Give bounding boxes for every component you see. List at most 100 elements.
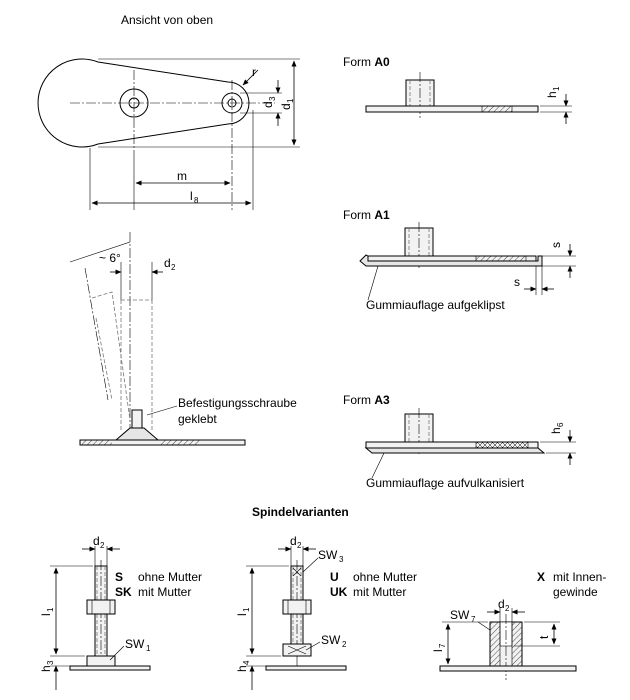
d3-label: d 3	[261, 96, 277, 108]
x-sw7-label: SW 7	[450, 608, 476, 624]
x-text-line2: gewinde	[553, 585, 598, 599]
svg-text:1: 1	[46, 607, 55, 612]
svg-text:2: 2	[100, 541, 105, 550]
x-code: X	[537, 570, 545, 584]
svg-text:d: d	[279, 103, 293, 110]
form-a3-title: Form A3	[343, 393, 390, 407]
s1-label: s	[549, 242, 563, 248]
svg-text:d: d	[93, 534, 100, 548]
h6-label: h 6	[549, 422, 565, 434]
l8-label: l 8	[190, 189, 199, 205]
x-l7-label: l 7	[431, 643, 447, 652]
s-nut	[86, 599, 116, 615]
d1-label: d 1	[279, 98, 295, 110]
d2-label-tilt: d 2	[164, 256, 176, 272]
u-text-b: mit Mutter	[353, 585, 406, 599]
svg-text:3: 3	[268, 96, 277, 101]
svg-text:2: 2	[505, 604, 510, 613]
svg-text:6: 6	[556, 422, 565, 427]
u-plate	[265, 665, 347, 671]
spindle-heading: Spindelvarianten	[252, 505, 349, 519]
svg-text:2: 2	[171, 263, 176, 272]
s-l1-label: l 1	[39, 607, 55, 616]
spindle-variant-x: X mit Innen- gewinde d 2 SW 7 l 7	[431, 570, 606, 680]
svg-text:t: t	[537, 635, 551, 639]
svg-text:d: d	[290, 534, 297, 548]
svg-text:SW: SW	[321, 633, 341, 647]
u-sw3-label: SW 3	[318, 548, 344, 564]
m-label: m	[177, 169, 187, 183]
svg-text:3: 3	[46, 660, 55, 665]
a0-plate	[365, 105, 539, 113]
u-d2-label: d 2	[290, 534, 302, 550]
svg-text:4: 4	[242, 660, 251, 665]
u-h4-label: h 4	[235, 660, 251, 672]
form-a1-title: Form A1	[343, 208, 390, 222]
svg-text:s: s	[549, 242, 563, 248]
svg-text:d: d	[164, 256, 171, 270]
s-text-b: mit Mutter	[138, 585, 191, 599]
a3-caption: Gummiauflage aufvulkanisiert	[366, 476, 525, 490]
svg-text:7: 7	[438, 643, 447, 648]
form-a0-title: Form A0	[343, 55, 390, 69]
svg-text:1: 1	[146, 644, 151, 653]
a1-caption: Gummiauflage aufgeklipst	[366, 298, 505, 312]
svg-text:h: h	[39, 665, 53, 672]
s-code-a: S	[115, 570, 123, 584]
h1-label: h 1	[545, 86, 561, 98]
s-sw1-label: SW 1	[125, 637, 151, 653]
spindle-variant-u: d 2 SW 3 l 1 h 4 SW	[235, 534, 417, 690]
u-code-a: U	[330, 570, 339, 584]
s2-label: s	[514, 275, 520, 289]
r-label: r	[252, 65, 256, 79]
svg-text:l: l	[190, 189, 193, 203]
svg-text:SW: SW	[450, 608, 470, 622]
svg-text:7: 7	[471, 615, 476, 624]
form-a0: Form A0 h 1	[343, 55, 572, 124]
x-d2-label: d 2	[498, 597, 510, 613]
x-text-line1: mit Innen-	[553, 570, 606, 584]
u-code-b: UK	[330, 585, 348, 599]
svg-text:1: 1	[552, 86, 561, 91]
svg-text:1: 1	[286, 98, 295, 103]
svg-text:SW: SW	[125, 637, 145, 651]
form-a3: Form A3 h 6 Gummiauflage aufvulkanisiert	[343, 393, 576, 490]
svg-text:1: 1	[242, 607, 251, 612]
a3-rubber-layer	[364, 447, 546, 454]
svg-text:3: 3	[339, 555, 344, 564]
u-l1-label: l 1	[235, 607, 251, 616]
screw-label-line1: Befestigungsschraube	[178, 396, 297, 410]
s-h3-label: h 3	[39, 660, 55, 672]
tilt-view: ~ 6° d 2 Befestigungsschraube geklebt	[69, 232, 297, 446]
a1-rubber-pad	[359, 254, 543, 267]
u-nut	[282, 599, 312, 615]
svg-text:h: h	[235, 665, 249, 672]
svg-text:l: l	[431, 649, 445, 652]
form-a1: Form A1 s s Gummiauflage aufgeklipst	[343, 208, 576, 312]
svg-text:2: 2	[342, 640, 347, 649]
svg-text:h: h	[549, 427, 563, 434]
s-hex	[86, 655, 116, 667]
svg-text:SW: SW	[318, 548, 338, 562]
x-plate	[439, 665, 577, 672]
x-t-label: t	[537, 635, 551, 639]
s-plate	[69, 665, 151, 671]
s-d2-label: d 2	[93, 534, 105, 550]
top-view-title: Ansicht von oben	[121, 13, 213, 27]
top-view: Ansicht von oben r d 3 d 1	[37, 13, 300, 210]
foot-plate-outline	[37, 58, 250, 148]
svg-text:8: 8	[194, 196, 199, 205]
svg-text:l: l	[235, 613, 249, 616]
angle-label: ~ 6°	[99, 251, 121, 265]
s-code-b: SK	[115, 585, 132, 599]
svg-text:2: 2	[297, 541, 302, 550]
svg-text:d: d	[261, 101, 275, 108]
screw-label-line2: geklebt	[178, 412, 217, 426]
svg-text:l: l	[39, 613, 53, 616]
u-text-a: ohne Mutter	[353, 570, 417, 584]
svg-text:d: d	[498, 597, 505, 611]
spindle-variant-s: d 2 l 1 h 3 SW 1 S ohne Mutter SK	[39, 534, 202, 690]
svg-text:h: h	[545, 91, 559, 98]
u-sw2-label: SW 2	[321, 633, 347, 649]
